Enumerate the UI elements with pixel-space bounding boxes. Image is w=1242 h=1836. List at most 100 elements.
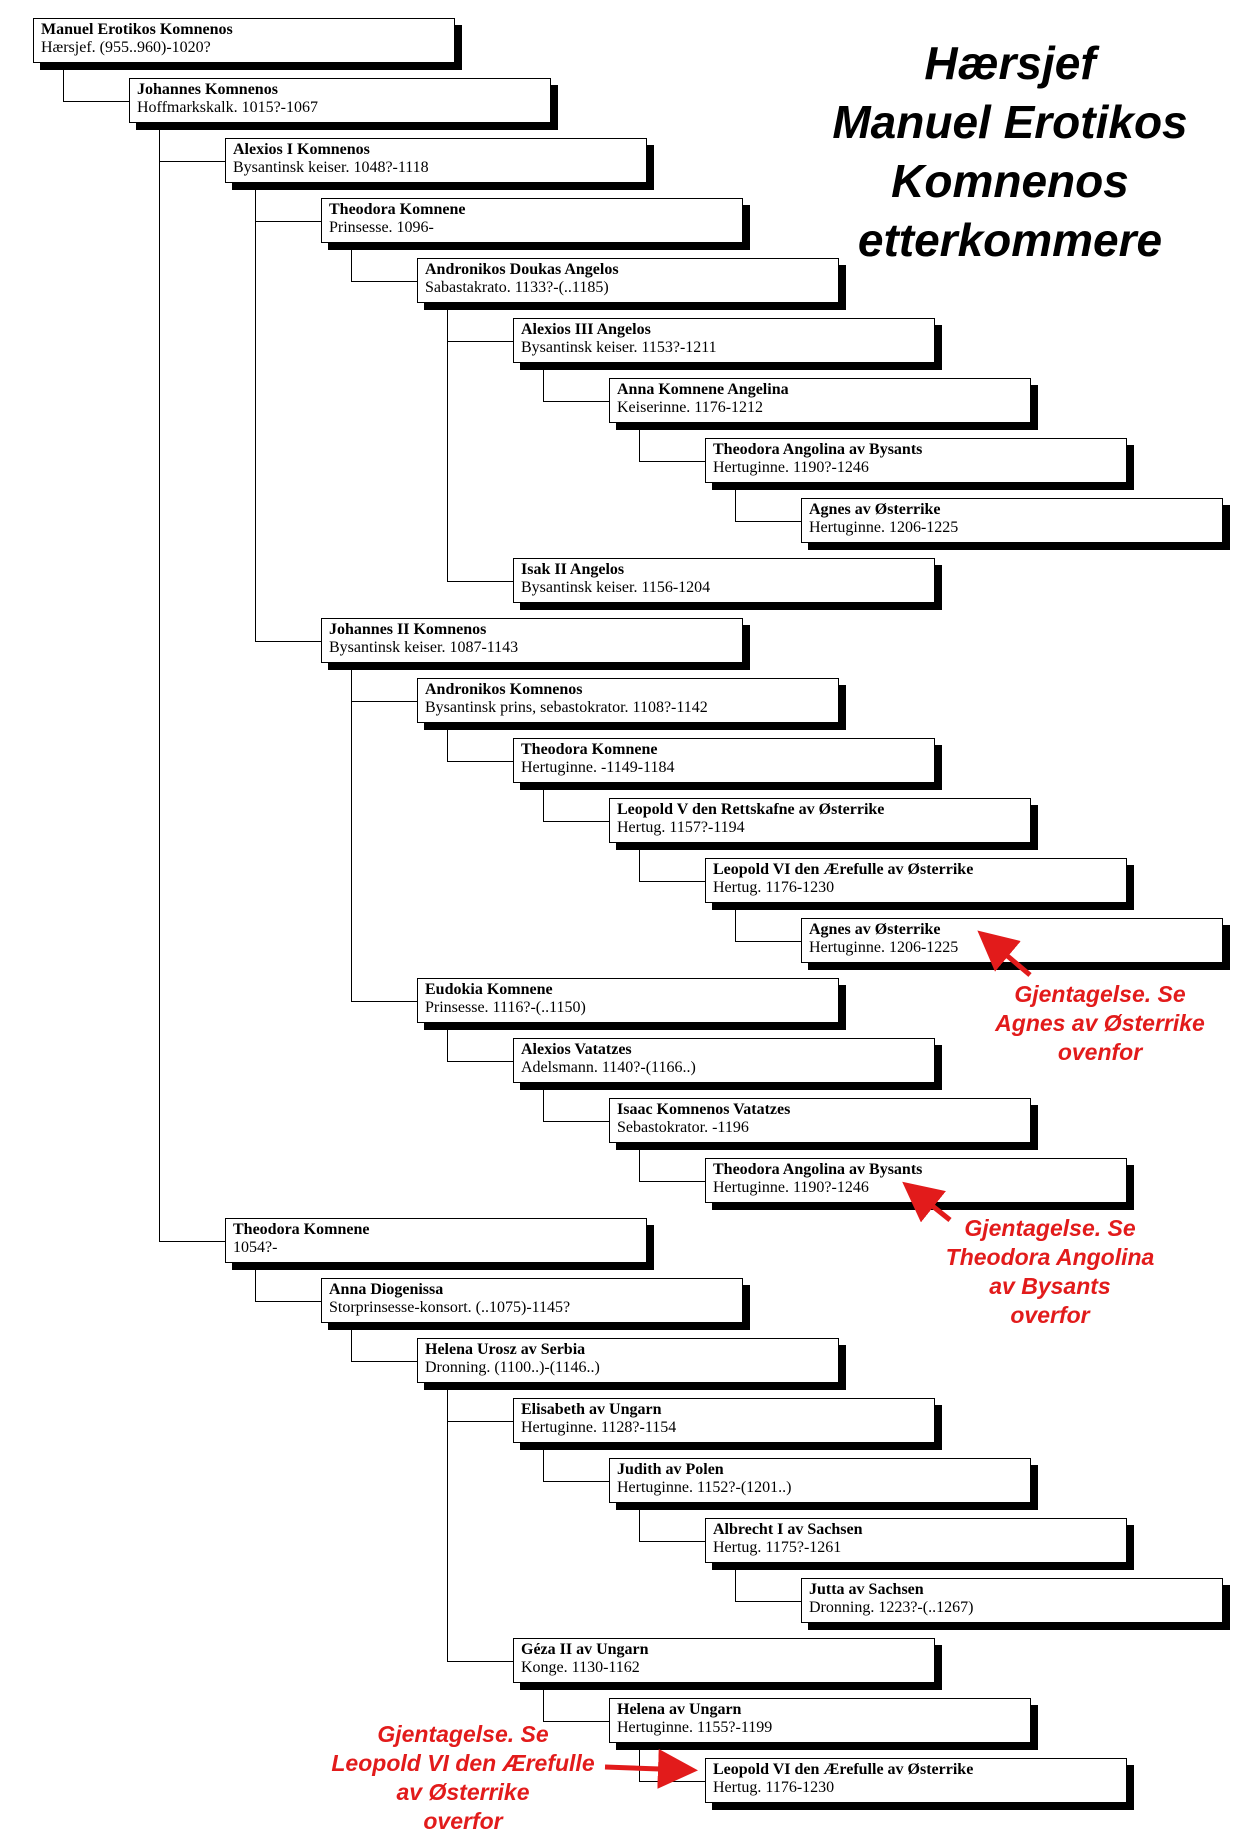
- person-details: Hertuginne. -1149-1184: [521, 759, 675, 776]
- connector-line: [735, 483, 736, 521]
- connector-line: [447, 723, 448, 761]
- connector-line: [351, 701, 417, 702]
- title-line: etterkommere: [857, 214, 1163, 266]
- connector-line: [447, 341, 513, 342]
- connector-line: [351, 663, 352, 1001]
- connector-line: [735, 1563, 736, 1601]
- connector-line: [735, 941, 801, 942]
- person-name: Leopold VI den Ærefulle av Østerrike: [713, 1761, 974, 1778]
- person-name: Alexios III Angelos: [521, 321, 651, 338]
- person-details: Bysantinsk keiser. 1048?-1118: [233, 159, 429, 176]
- connector-line: [639, 461, 705, 462]
- connector-line: [447, 1383, 448, 1661]
- person-details: Hertuginne. 1206-1225: [809, 519, 959, 536]
- connector-line: [735, 1601, 801, 1602]
- connector-line: [159, 161, 225, 162]
- note-line: overfor: [1010, 1302, 1090, 1328]
- person-name: Anna Diogenissa: [329, 1281, 444, 1298]
- note-line: av Bysants: [989, 1273, 1111, 1299]
- repeat-note-leopold: Gjentagelse. Se Leopold VI den Ærefulle …: [318, 1720, 608, 1836]
- person-details: Hærsjef. (955..960)-1020?: [41, 39, 211, 56]
- person-name: Albrecht I av Sachsen: [713, 1521, 863, 1538]
- person-details: Prinsesse. 1116?-(..1150): [425, 999, 586, 1016]
- person-name: Andronikos Komnenos: [425, 681, 583, 698]
- repeat-note-agnes: Gjentagelse. Se Agnes av Østerrike ovenf…: [975, 980, 1225, 1067]
- title-line: Hærsjef: [924, 37, 1096, 89]
- person-details: Konge. 1130-1162: [521, 1659, 640, 1676]
- connector-line: [543, 821, 609, 822]
- note-line: Leopold VI den Ærefulle: [331, 1750, 595, 1776]
- connector-line: [447, 303, 448, 581]
- person-name: Johannes Komnenos: [137, 81, 278, 98]
- person-details: Hertug. 1175?-1261: [713, 1539, 842, 1556]
- connector-line: [543, 1481, 609, 1482]
- connector-line: [639, 881, 705, 882]
- person-details: Hertuginne. 1152?-(1201..): [617, 1479, 792, 1496]
- connector-line: [543, 1083, 544, 1121]
- connector-line: [255, 221, 321, 222]
- connector-line: [543, 363, 544, 401]
- connector-line: [159, 123, 160, 161]
- note-line: Agnes av Østerrike: [995, 1010, 1205, 1036]
- person-name: Helena av Ungarn: [617, 1701, 742, 1718]
- connector-line: [351, 1361, 417, 1362]
- person-details: Hertug. 1176-1230: [713, 1779, 835, 1796]
- title-line: Komnenos: [891, 155, 1129, 207]
- person-name: Andronikos Doukas Angelos: [425, 261, 619, 278]
- person-name: Elisabeth av Ungarn: [521, 1401, 662, 1418]
- connector-line: [735, 903, 736, 941]
- connector-line: [255, 1301, 321, 1302]
- connector-line: [351, 281, 417, 282]
- person-details: Dronning. (1100..)-(1146..): [425, 1359, 600, 1376]
- connector-line: [447, 1061, 513, 1062]
- person-name: Isak II Angelos: [521, 561, 625, 578]
- person-details: Hertug. 1176-1230: [713, 879, 835, 896]
- person-details: 1054?-: [233, 1239, 278, 1256]
- connector-line: [63, 101, 129, 102]
- connector-line: [543, 1121, 609, 1122]
- connector-line: [543, 1683, 544, 1721]
- connector-line: [639, 1541, 705, 1542]
- note-line: Gjentagelse. Se: [377, 1721, 549, 1747]
- person-name: Anna Komnene Angelina: [617, 381, 789, 398]
- note-line: Gjentagelse. Se: [1014, 981, 1186, 1007]
- connector-line: [543, 401, 609, 402]
- connector-line: [351, 1001, 417, 1002]
- connector-line: [63, 63, 64, 101]
- note-line: av Østerrike: [396, 1779, 530, 1805]
- person-details: Hertuginne. 1155?-1199: [617, 1719, 773, 1736]
- person-details: Hoffmarkskalk. 1015?-1067: [137, 99, 318, 116]
- connector-line: [447, 1661, 513, 1662]
- connector-line: [543, 783, 544, 821]
- person-name: Theodora Komnene: [233, 1221, 370, 1238]
- person-details: Bysantinsk keiser. 1156-1204: [521, 579, 711, 596]
- person-details: Hertuginne. 1190?-1246: [713, 459, 869, 476]
- person-name: Helena Urosz av Serbia: [425, 1341, 586, 1358]
- note-line: Gjentagelse. Se: [964, 1215, 1136, 1241]
- person-name: Judith av Polen: [617, 1461, 724, 1478]
- person-name: Manuel Erotikos Komnenos: [41, 21, 233, 38]
- connector-line: [351, 663, 352, 701]
